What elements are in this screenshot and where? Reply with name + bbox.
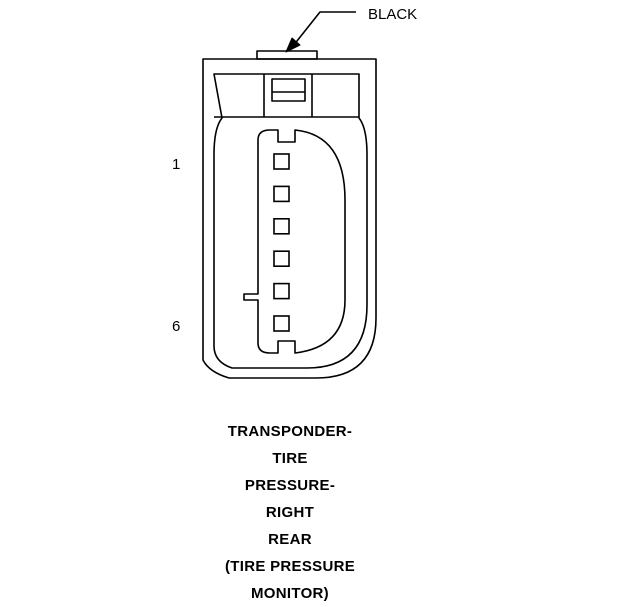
pin-3-cavity <box>273 218 290 235</box>
latch-window <box>271 78 306 102</box>
wire-color-label: BLACK <box>368 6 418 23</box>
pin-group <box>273 153 290 332</box>
caption-line: PRESSURE- <box>244 477 336 494</box>
color-callout-leader <box>285 11 356 53</box>
connector-housing-outer <box>202 58 377 379</box>
pin-4-cavity <box>273 250 290 267</box>
caption-line: REAR <box>268 531 312 548</box>
caption-line: TIRE <box>272 450 308 467</box>
pin-6-label: 6 <box>172 318 181 335</box>
connector-housing-inner <box>213 73 368 369</box>
caption-line: (TIRE PRESSURE <box>224 558 356 575</box>
connector-caption: TRANSPONDER- TIRE PRESSURE- RIGHT REAR (… <box>190 418 390 607</box>
caption-line: MONITOR) <box>251 585 329 602</box>
pin-cavity-outline <box>243 129 346 354</box>
pin-2-cavity <box>273 185 290 203</box>
pin-5-cavity <box>273 282 290 300</box>
caption-line: RIGHT <box>265 504 315 521</box>
pin-6-cavity <box>273 315 290 332</box>
connector-top-tab <box>256 50 318 60</box>
pin-1-cavity <box>273 153 290 170</box>
caption-line: TRANSPONDER- <box>227 423 353 440</box>
pin-1-label: 1 <box>172 156 181 173</box>
